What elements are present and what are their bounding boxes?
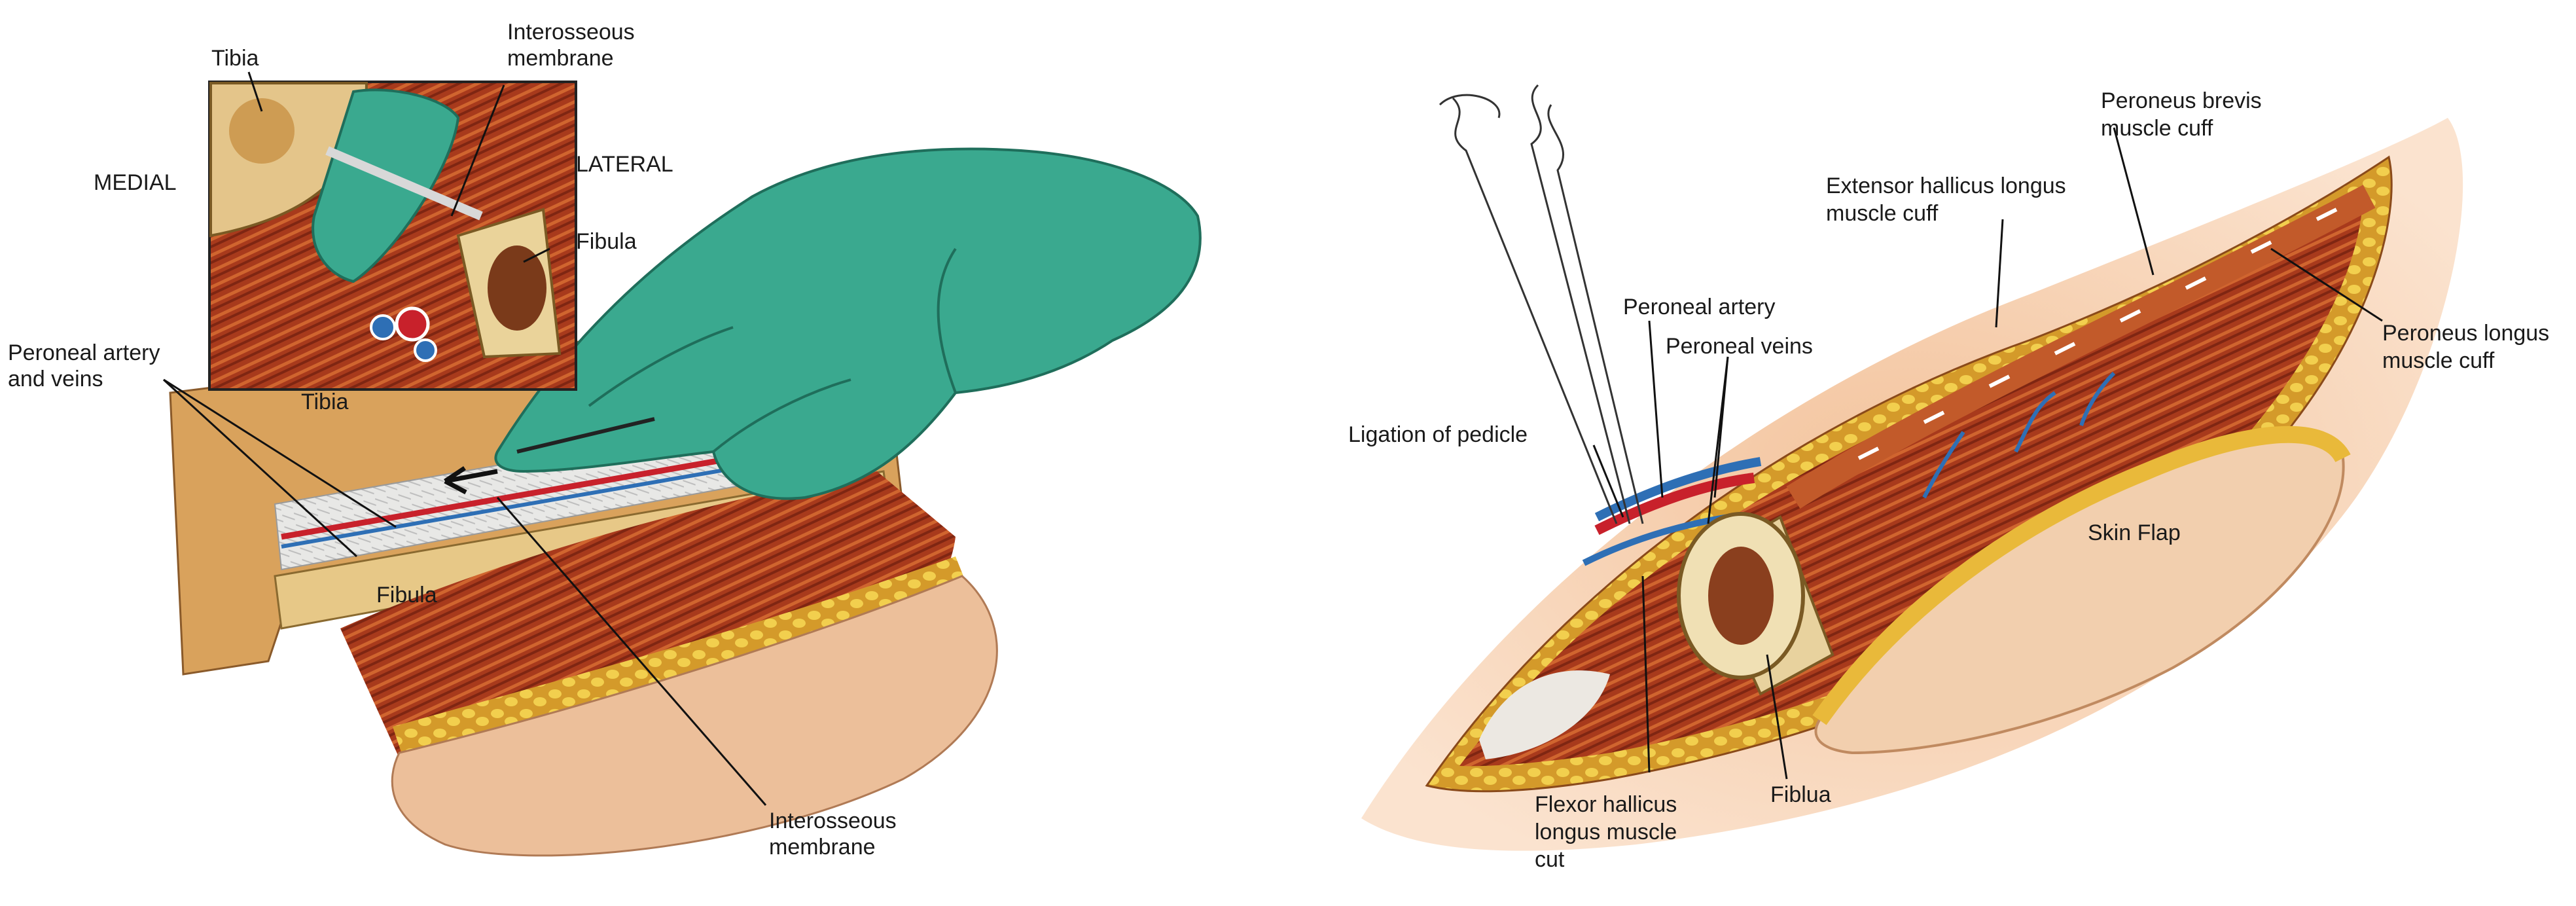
right-peroneal-artery: [1594, 473, 1755, 535]
label-extensor-hallicus-longus: Extensor hallicus longus muscle cuff: [1826, 173, 2066, 226]
label-flexor-hallicus-longus: Flexor hallicus longus muscle cut: [1535, 792, 1677, 872]
left-fat-rim: [393, 556, 969, 766]
flap-fat-border: [1812, 426, 2351, 725]
label-lateral: LATERAL: [576, 152, 673, 177]
suture-marks: [1857, 208, 2338, 460]
label-line: muscle cuff: [2382, 348, 2495, 373]
label-line: membrane: [769, 835, 876, 860]
muscle-vessels: [1922, 371, 2116, 499]
label-peroneal-veins: Peroneal veins: [1666, 334, 1813, 359]
label-fibula: Fibula: [376, 583, 437, 607]
tendon-area: [1479, 670, 1610, 759]
label-line: muscle cuff: [2101, 116, 2213, 141]
fibula-cross-section: [1677, 512, 1834, 696]
label-line: muscle cuff: [1826, 201, 1939, 226]
label-line: Interosseous: [507, 20, 635, 45]
inset-vein-1: [370, 314, 396, 340]
dissection-arrow: [444, 466, 498, 495]
label-ligation-of-pedicle: Ligation of pedicle: [1348, 422, 1528, 447]
label-line: Interosseous: [769, 808, 897, 833]
label-line: Extensor hallicus longus: [1826, 173, 2066, 198]
label-line: Peroneus brevis: [2101, 88, 2262, 113]
label-fiblua: Fiblua: [1770, 782, 1831, 807]
label-line: cut: [1535, 847, 1565, 872]
label-medial: MEDIAL: [94, 170, 177, 195]
right-peroneal-vein-1: [1594, 457, 1762, 522]
label-line: Flexor hallicus: [1535, 792, 1677, 817]
left-panel-illustration: [169, 81, 1202, 857]
right-panel-illustration: [1361, 84, 2463, 851]
label-tibia: Tibia: [301, 390, 349, 414]
label-line: membrane: [507, 46, 614, 71]
gloved-hand: [494, 147, 1202, 500]
ligature-threads: [1439, 84, 1644, 524]
label-line: Peroneus longus: [2382, 321, 2549, 346]
scalpel: [516, 417, 655, 454]
label-line: longus muscle: [1535, 820, 1677, 844]
label-inset-tibia: Tibia: [211, 46, 259, 71]
label-inset-fibula: Fibula: [576, 229, 637, 254]
inset-vein-2: [414, 338, 437, 362]
left-muscle-mass: [340, 471, 956, 772]
label-peroneal-artery: Peroneal artery: [1623, 295, 1775, 319]
cross-section-inset: [208, 81, 577, 391]
label-peroneus-brevis: Peroneus brevis muscle cuff: [2101, 88, 2262, 141]
inset-finger: [312, 88, 460, 283]
inset-artery: [395, 306, 430, 342]
leader-lines: [162, 71, 2383, 806]
label-line: Peroneal artery: [8, 340, 160, 365]
label-skin-flap: Skin Flap: [2088, 520, 2181, 545]
label-line: and veins: [8, 367, 103, 391]
left-skin-flap: [391, 575, 998, 857]
right-peroneal-vein-2: [1582, 514, 1728, 566]
